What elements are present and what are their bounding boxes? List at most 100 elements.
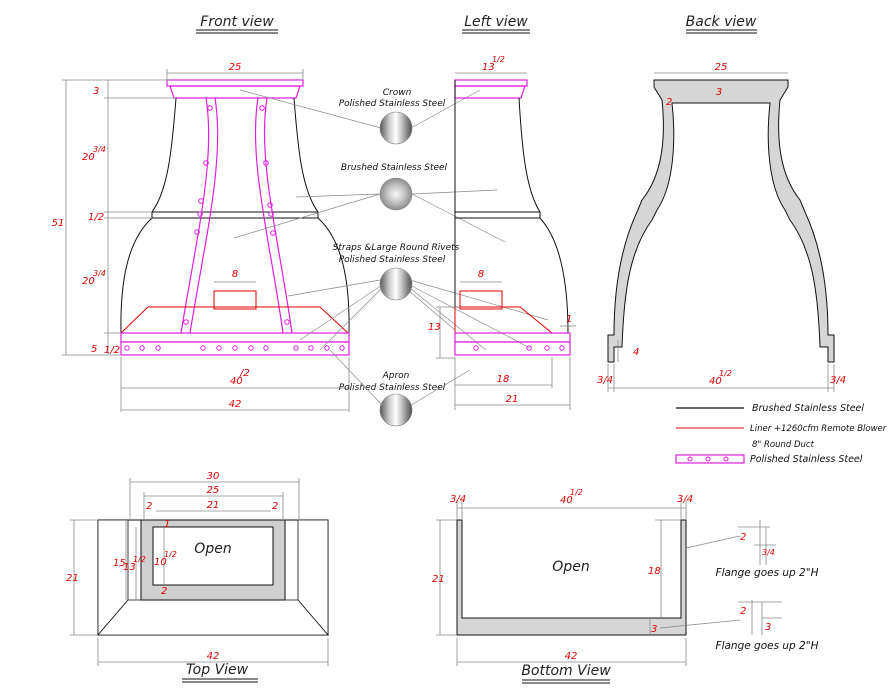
dim-front-band-height: 1/2	[88, 212, 104, 223]
dim-back-inner-frac: 1/2	[719, 369, 732, 378]
dim-top-depth-1: 1	[164, 519, 170, 530]
front-view: 25 51 3 20 3/4 1/2 20 3/4 5 1/2 8 40 /2 …	[52, 62, 350, 412]
legend-brushed-label: Brushed Stainless Steel	[752, 403, 864, 414]
dim-back-inner-width: 40	[709, 376, 722, 387]
dim-front-apron-frac: 1/2	[104, 345, 120, 356]
view-titles: Front view Left view Back view Top View …	[182, 14, 757, 684]
flange-note-1: Flange goes up 2"H	[716, 567, 819, 579]
dim-left-liner-height: 13	[428, 322, 441, 333]
dim-left-side-tick: 1	[566, 314, 572, 325]
back-frame	[607, 79, 835, 363]
front-apron-top	[120, 332, 350, 343]
left-duct	[459, 290, 503, 310]
front-apron	[120, 341, 350, 356]
dim-bottom-height-21: 21	[432, 574, 445, 585]
dim-bottom-42: 42	[565, 651, 578, 662]
dim-left-base-inner: 18	[497, 374, 510, 385]
dim-flange1-frac: 3/4	[762, 548, 775, 557]
front-duct	[213, 290, 257, 310]
dim-bottom-right-frac: 3/4	[677, 494, 693, 505]
flange-detail-2: 2 3	[738, 600, 782, 635]
dim-back-thickness: 3	[716, 87, 722, 98]
dim-top-30: 30	[207, 471, 220, 482]
dim-back-leg-left: 3/4	[597, 375, 613, 386]
dim-front-top-width: 25	[229, 62, 242, 73]
dim-top-side-2b: 2	[272, 501, 278, 512]
dim-top-25: 25	[207, 485, 220, 496]
apron-callout-material: Polished Stainless Steel	[339, 383, 446, 393]
dim-front-apron-height: 5	[91, 344, 97, 355]
bottom-view: Open 3/4 3/4 40 1/2 21 18 3 42 2 3/4 Fla…	[432, 488, 819, 666]
dim-top-height-10-frac: 1/2	[164, 550, 177, 559]
crown-callout-material: Polished Stainless Steel	[339, 99, 446, 109]
dim-top-height-15: 15	[113, 558, 126, 569]
dim-back-wall: 2	[666, 97, 672, 108]
straps-callout-material: Polished Stainless Steel	[339, 255, 446, 265]
legend-polished-swatch	[675, 454, 745, 464]
dim-front-lower-height: 20	[82, 276, 95, 287]
dim-top-42: 42	[207, 651, 220, 662]
dim-top-height-10: 10	[154, 557, 167, 568]
dim-left-top-frac: 1/2	[492, 55, 505, 64]
left-view-title: Left view	[464, 14, 528, 30]
dim-back-leg-right: 3/4	[830, 375, 846, 386]
dim-top-height-21: 21	[66, 573, 79, 584]
legend-liner-label: Liner +1260cfm Remote Blower	[750, 424, 887, 434]
legend-polished-label: Polished Stainless Steel	[750, 454, 863, 465]
apron-sample-icon	[379, 393, 413, 427]
dim-left-duct-width: 8	[478, 269, 484, 280]
left-crown	[454, 85, 526, 99]
front-crown-top	[166, 79, 304, 87]
left-apron-rivets	[473, 345, 565, 351]
dim-front-inner-width: 40	[230, 376, 243, 387]
left-body-profile	[518, 97, 569, 334]
straps-callout-title: Straps &Large Round Rivets	[333, 243, 460, 253]
legend-duct-label: 8" Round Duct	[752, 440, 815, 450]
front-strap-right-outer	[263, 97, 293, 334]
front-strap-right-inner	[254, 97, 284, 334]
dim-left-base-outer: 21	[506, 394, 519, 405]
left-apron	[454, 341, 571, 356]
dim-top-21: 21	[207, 500, 220, 511]
left-view: 13 1/2 8 13 1 18 21	[428, 55, 576, 410]
dim-top-height-13: 13	[123, 562, 136, 573]
dim-front-upper-height: 20	[82, 152, 95, 163]
dim-flange1: 2	[740, 532, 746, 543]
legend: Brushed Stainless Steel Liner +1260cfm R…	[675, 403, 887, 465]
dim-front-outer-width: 42	[229, 399, 242, 410]
dim-bottom-inner-frac: 1/2	[570, 488, 583, 497]
dim-flange2-height: 3	[765, 622, 771, 633]
dim-front-inner-frac: /2	[239, 368, 250, 379]
flange-note-2: Flange goes up 2"H	[716, 640, 819, 652]
dim-back-leg: 4	[633, 347, 639, 358]
front-strap-rivets	[183, 105, 290, 325]
crown-callout-title: Crown	[383, 88, 412, 98]
dim-front-lower-frac: 3/4	[93, 269, 106, 278]
apron-callout-title: Apron	[382, 371, 410, 381]
dim-left-top-width: 13	[482, 62, 495, 73]
top-view: Open 30 25 21 2 2 1 2 21 15 13 1/2 10 1/…	[66, 471, 329, 666]
top-open-label: Open	[194, 541, 231, 557]
dim-top-height-13-frac: 1/2	[133, 555, 146, 564]
dim-bottom-thickness: 3	[651, 624, 657, 635]
left-liner	[454, 306, 554, 334]
dim-front-crown-height: 3	[93, 86, 99, 97]
material-callouts: Crown Polished Stainless Steel Brushed S…	[233, 88, 549, 427]
flange-detail-1: 2 3/4	[738, 520, 776, 565]
dim-top-side-2a: 2	[146, 501, 152, 512]
front-strap-left-inner	[189, 97, 219, 334]
left-crown-top	[454, 79, 528, 87]
front-strap-left-outer	[180, 97, 210, 334]
front-crown	[169, 85, 301, 99]
front-body-left	[120, 97, 177, 334]
brushed-sample-icon	[379, 177, 413, 211]
dim-top-depth-2: 2	[161, 586, 167, 597]
front-view-title: Front view	[200, 14, 274, 30]
front-body-right	[293, 97, 350, 334]
crown-sample-icon	[379, 111, 413, 145]
bottom-view-title: Bottom View	[521, 663, 611, 679]
bottom-frame	[456, 519, 687, 636]
back-view: 25 3 2 4 3/4 3/4 40 1/2	[597, 62, 846, 392]
dim-bottom-left-frac: 3/4	[450, 494, 466, 505]
